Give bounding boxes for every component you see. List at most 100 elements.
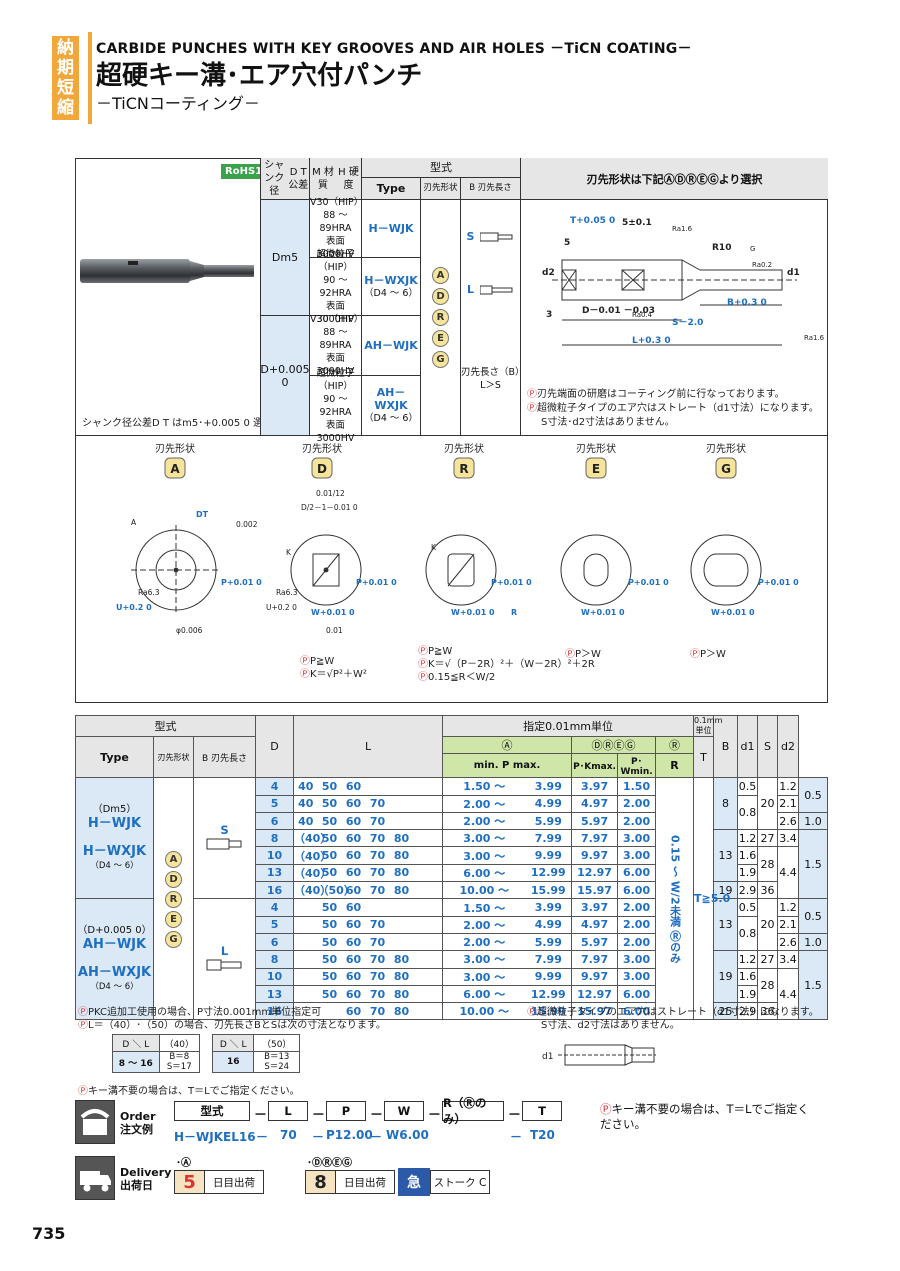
- dim-l: L+0.3 0: [632, 336, 671, 346]
- punch-drawing: T+0.05 0 5±0.1 5 R10 d2 d1 3 D－0.01 －0.0…: [542, 216, 825, 346]
- th-pw: P･Wmin.: [617, 753, 657, 779]
- badge-char: 納: [57, 38, 74, 58]
- tip-a-icon: A: [432, 267, 449, 284]
- s-label: S: [466, 230, 475, 243]
- order-box-type: 型式: [174, 1101, 250, 1121]
- price-table: 型式 D L 指定0.01mm単位 0.1mm単位 B d1 S d2 Type…: [74, 714, 828, 1021]
- shape-title: 刃先形状: [444, 442, 484, 455]
- dim-b: B+0.3 0: [727, 298, 767, 308]
- label-w: W+0.01 0: [451, 608, 495, 617]
- shank-note: シャンク径公差D T はm5･+0.005 0 選択: [82, 418, 273, 429]
- type-h-wjk: H－WJK: [362, 200, 421, 258]
- shape-e-notes: ⓅP＞W: [565, 649, 601, 660]
- key-note: Ⓟキー溝不要の場合は、T＝Lでご指定ください。: [78, 1086, 300, 1097]
- order-value-l: 70: [280, 1128, 297, 1142]
- dim-ra16b: Ra1.6: [804, 334, 825, 342]
- shape-letter: D: [317, 462, 327, 476]
- th-r: Ⓡ: [655, 735, 695, 755]
- order-box-l: L: [268, 1101, 308, 1121]
- th-d1: d1: [737, 714, 759, 779]
- label-p: P+0.01 0: [221, 578, 262, 587]
- order-value-t: T20: [530, 1128, 555, 1142]
- order-box-t: T: [522, 1101, 562, 1121]
- b-note2: L＞S: [480, 380, 501, 391]
- th-s: S: [757, 714, 779, 779]
- shape-drawings: 刃先形状 刃先形状 刃先形状 刃先形状 刃先形状 A D R E G: [116, 442, 799, 635]
- label-dt: DT: [196, 510, 209, 519]
- shape-select-header: 刃先形状は下記ⒶⒹⓇⒺⒼより選択: [520, 158, 828, 200]
- label-w: W+0.01 0: [311, 608, 355, 617]
- table-notes-right: Ⓟ超微粒子タイプのエア穴はストレート（d1寸法）になります。 S寸法、d2寸法は…: [527, 1007, 819, 1031]
- delivery-a-tag: ･Ⓐ: [176, 1158, 191, 1169]
- shape-r-notes: ⓅP≧W ⓅK＝√（P－2R）²＋（W－2R）²＋2R Ⓟ0.15≦R＜W/2: [418, 646, 595, 683]
- tip-options: A D R E G: [421, 200, 461, 436]
- tip-g-icon: G: [432, 351, 449, 368]
- tip-r-icon: R: [432, 309, 449, 326]
- express-stroke: ストーク C: [430, 1170, 490, 1194]
- header-b: B 刃先長さ: [461, 178, 521, 200]
- order-value-w: W6.00: [386, 1128, 429, 1142]
- product-image: [80, 259, 254, 283]
- shape-title: 刃先形状: [302, 442, 342, 455]
- short-delivery-badge: 納 期 短 縮: [52, 36, 79, 120]
- shape-title: 刃先形状: [706, 442, 746, 455]
- th-t: T: [693, 735, 715, 779]
- spec-notes: Ⓟ刃先端面の研磨はコーティング前に行なっております。 Ⓟ超微粒子タイプのエア穴は…: [527, 389, 819, 428]
- badge-char: 短: [57, 78, 74, 98]
- label-p: P+0.01 0: [356, 578, 397, 587]
- punch-short-icon: [480, 232, 513, 241]
- dim-d1: d1: [787, 268, 800, 278]
- order-note: Ⓟキー溝不要の場合は、T＝Lでご指定ください。: [600, 1102, 809, 1131]
- tip-icon: A: [165, 851, 182, 869]
- th-a: Ⓐ: [442, 735, 573, 755]
- shape-d-notes: ⓅP≧W ⓅK＝√P²＋W²: [300, 656, 367, 680]
- label-p: P+0.01 0: [628, 578, 669, 587]
- dim-ra16: Ra1.6: [672, 225, 693, 233]
- th-unit2: 0.1mm単位: [693, 715, 723, 737]
- label-u: U+0.2 0: [266, 603, 297, 612]
- header-accent: [88, 32, 92, 124]
- badge-char: 縮: [57, 98, 74, 118]
- table-notes-left: ⓅPKC追加工使用の場合、P寸法0.001mm単位指定可 ⓅL＝（40）･（50…: [78, 1007, 386, 1031]
- label-tol: 0.002: [236, 520, 258, 529]
- dim-five-tol: 5±0.1: [622, 218, 652, 228]
- order-box-w: W: [384, 1101, 424, 1121]
- shank-dplus: D+0.005 0: [260, 316, 310, 436]
- d1-label: d1: [542, 1052, 553, 1062]
- th-rr: R: [655, 753, 695, 779]
- order-value-p: P12.00: [326, 1128, 373, 1142]
- tip-icon: D: [165, 871, 182, 889]
- delivery-a-box: 5 日目出荷: [174, 1170, 264, 1194]
- dim-ra04: Ra0.4: [632, 311, 653, 319]
- dim-s: S－2.0: [672, 318, 703, 328]
- th-pk: P･Kmax.: [571, 753, 619, 779]
- th-d: D: [255, 714, 295, 779]
- dim-r10: R10: [712, 243, 731, 253]
- th-tip: 刃先形状: [153, 735, 194, 779]
- dim-d2: d2: [542, 268, 555, 278]
- th-b: B: [713, 714, 739, 779]
- b-note: 刃先長さ（B）: [461, 367, 525, 378]
- dim-five: 5: [564, 238, 570, 248]
- title-english: CARBIDE PUNCHES WITH KEY GROOVES AND AIR…: [96, 41, 692, 57]
- label-ra: Ra6.3: [276, 588, 298, 597]
- type-ah-wjk: AH－WJK: [362, 316, 421, 376]
- order-box-p: P: [326, 1101, 366, 1121]
- th-dreg: ⒹⓇⒺⒼ: [571, 735, 657, 755]
- spec-note: 超微粒子タイプのエア穴はストレート（d1寸法）になります。: [537, 403, 819, 414]
- th-type: Type: [75, 735, 154, 779]
- tip-d-icon: D: [432, 288, 449, 305]
- shape-title: 刃先形状: [576, 442, 616, 455]
- label-r: R: [511, 608, 517, 617]
